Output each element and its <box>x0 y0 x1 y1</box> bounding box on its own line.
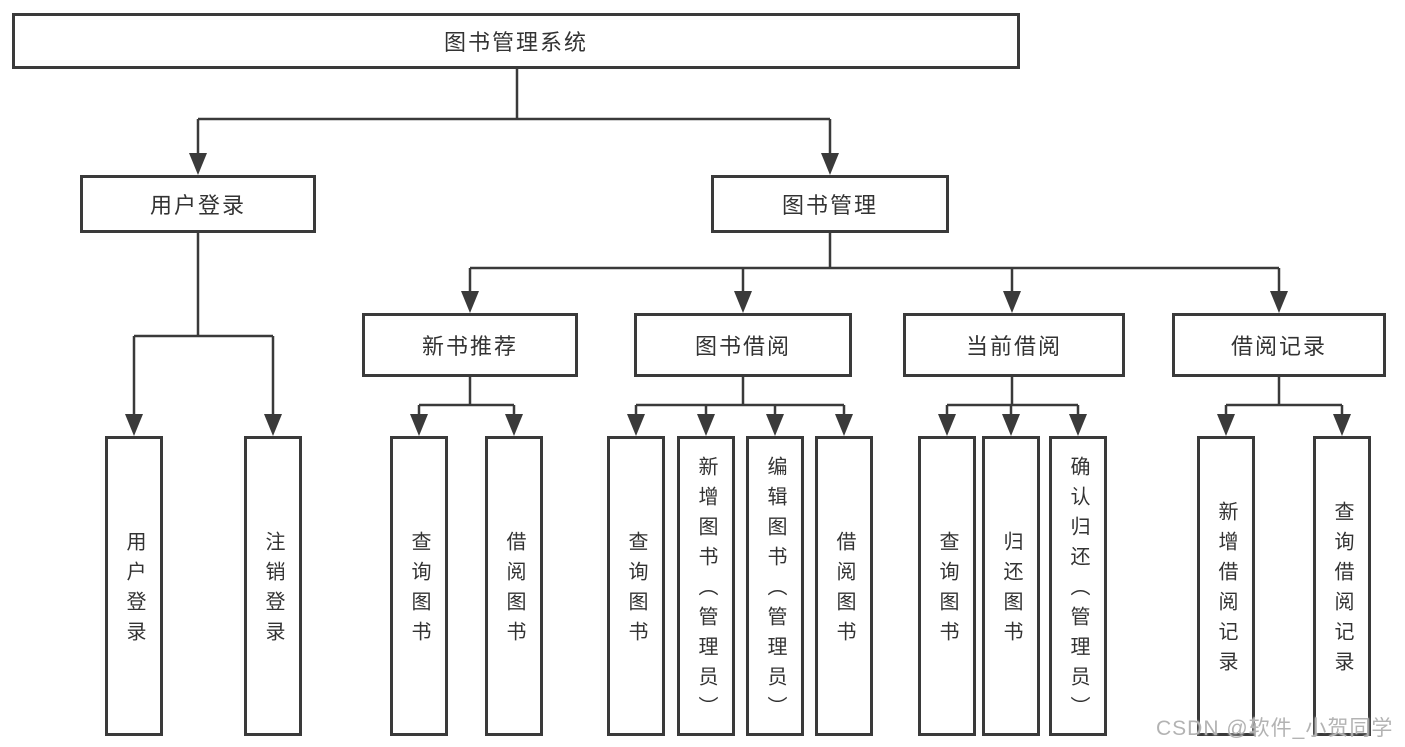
leaf-add-borrow-record-label: 新增借阅记录 <box>1215 501 1237 681</box>
leaf-edit-book-admin-label: 编辑图书（管理员） <box>764 456 786 726</box>
leaf-borrow-books-2: 借阅图书 <box>815 436 873 736</box>
leaf-add-book-admin-label: 新增图书（管理员） <box>695 456 717 726</box>
node-current-borrowing-label: 当前借阅 <box>965 334 1062 359</box>
node-book-borrowing-label: 图书借阅 <box>694 334 791 359</box>
node-new-book-recommendation: 新书推荐 <box>362 313 578 377</box>
leaf-query-borrow-record-label: 查询借阅记录 <box>1331 501 1353 681</box>
node-new-book-recommendation-label: 新书推荐 <box>421 334 518 359</box>
leaf-borrow-books-1: 借阅图书 <box>485 436 543 736</box>
leaf-add-book-admin: 新增图书（管理员） <box>677 436 735 736</box>
node-borrowing-records-label: 借阅记录 <box>1230 334 1327 359</box>
leaf-add-borrow-record: 新增借阅记录 <box>1197 436 1255 736</box>
leaf-edit-book-admin: 编辑图书（管理员） <box>746 436 804 736</box>
leaf-query-books-2: 查询图书 <box>607 436 665 736</box>
csdn-watermark: CSDN @软件_小贺同学 <box>1156 717 1394 740</box>
leaf-query-borrow-record: 查询借阅记录 <box>1313 436 1371 736</box>
leaf-query-books-2-label: 查询图书 <box>625 531 647 651</box>
leaf-query-books-1: 查询图书 <box>390 436 448 736</box>
leaf-query-books-1-label: 查询图书 <box>408 531 430 651</box>
node-book-management: 图书管理 <box>711 175 949 233</box>
leaf-confirm-return-admin: 确认归还（管理员） <box>1049 436 1107 736</box>
node-user-login: 用户登录 <box>80 175 316 233</box>
leaf-return-books-label: 归还图书 <box>1000 531 1022 651</box>
node-user-login-label: 用户登录 <box>149 193 246 218</box>
leaf-logout: 注销登录 <box>244 436 302 736</box>
leaf-user-login-label: 用户登录 <box>123 531 145 651</box>
leaf-borrow-books-1-label: 借阅图书 <box>503 531 525 651</box>
leaf-borrow-books-2-label: 借阅图书 <box>833 531 855 651</box>
node-root: 图书管理系统 <box>12 13 1020 69</box>
leaf-return-books: 归还图书 <box>982 436 1040 736</box>
leaf-user-login: 用户登录 <box>105 436 163 736</box>
node-current-borrowing: 当前借阅 <box>903 313 1125 377</box>
node-book-borrowing: 图书借阅 <box>634 313 852 377</box>
node-root-label: 图书管理系统 <box>443 30 588 55</box>
leaf-logout-label: 注销登录 <box>262 531 284 651</box>
leaf-query-books-3-label: 查询图书 <box>936 531 958 651</box>
leaf-query-books-3: 查询图书 <box>918 436 976 736</box>
node-book-management-label: 图书管理 <box>781 193 878 218</box>
node-borrowing-records: 借阅记录 <box>1172 313 1386 377</box>
leaf-confirm-return-admin-label: 确认归还（管理员） <box>1067 456 1089 726</box>
